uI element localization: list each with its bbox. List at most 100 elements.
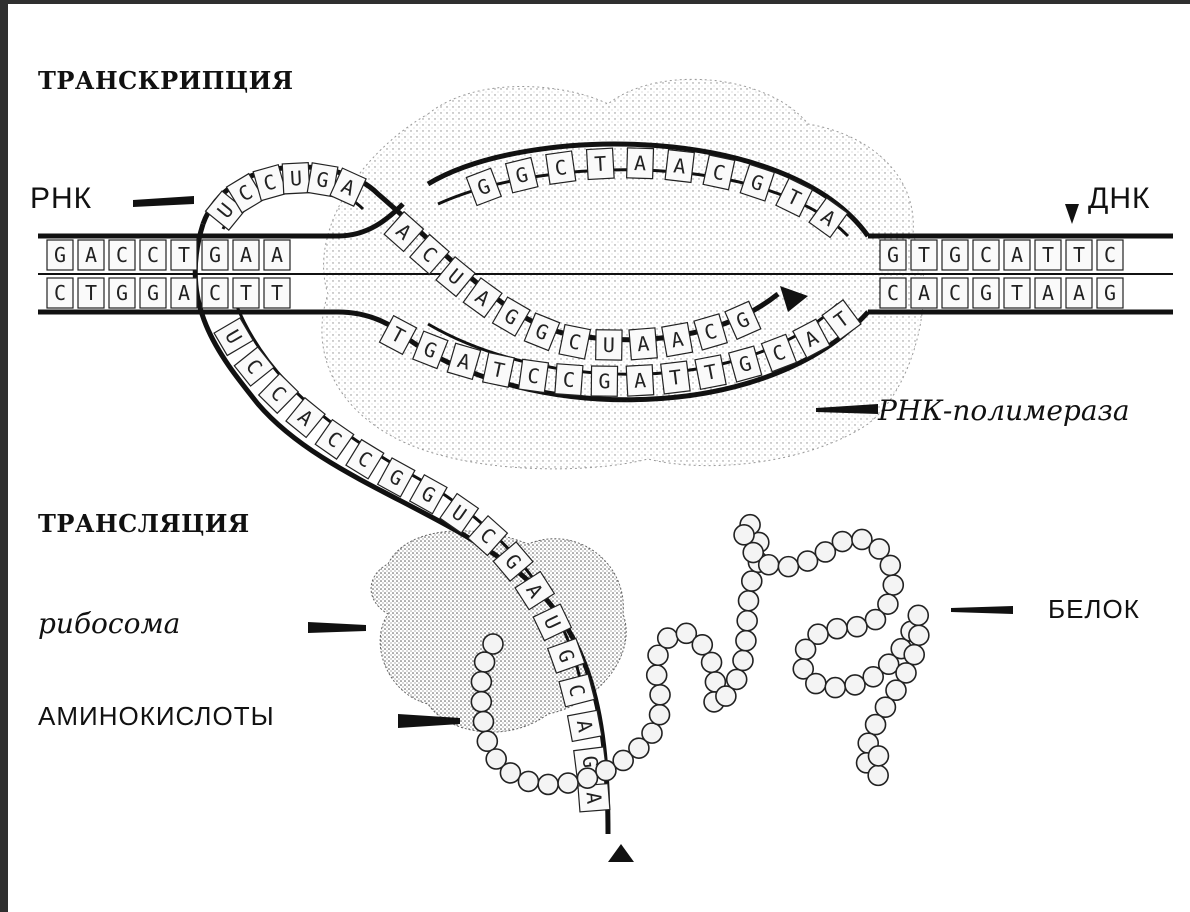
- amino-acid-bead: [847, 617, 867, 637]
- dna-top-base-letter: T: [918, 243, 930, 267]
- rna-crossing-base: C: [559, 325, 590, 360]
- dna-bottom-base: C: [942, 278, 968, 308]
- coding-loop-base: A: [665, 150, 694, 183]
- dna-top-base: A: [233, 240, 259, 270]
- translation-heading: ТРАНСЛЯЦИЯ: [38, 509, 250, 538]
- dna-bottom-base: C: [202, 278, 228, 308]
- dna-bottom-base-letter: G: [980, 281, 992, 305]
- dna-top-base-letter: A: [240, 243, 252, 267]
- amino-acid-bead: [642, 723, 662, 743]
- rna-hairpin-base: U: [282, 163, 309, 194]
- amino-acid-bead: [734, 525, 754, 545]
- dna-bottom-base-letter: T: [1011, 281, 1023, 305]
- transcription-translation-diagram: GACCTGAACTGGACTTGTGCATTCCACGTAAGGGCTAACG…: [8, 4, 1190, 912]
- dna-bottom-base: T: [1004, 278, 1030, 308]
- dna-top-base: T: [1066, 240, 1092, 270]
- amino-acid-bead: [883, 575, 903, 595]
- dna-top-base-letter: G: [54, 243, 66, 267]
- dna-bottom-base-letter: C: [949, 281, 961, 305]
- dna-top-base-letter: A: [271, 243, 283, 267]
- amino-acid-bead: [483, 634, 503, 654]
- coding-loop-base: T: [587, 148, 615, 179]
- amino-acid-bead: [471, 692, 491, 712]
- dna-bottom-base-letter: A: [178, 281, 190, 305]
- amino-acid-bead: [832, 532, 852, 552]
- dna-bottom-base-letter: G: [1104, 281, 1116, 305]
- dna-bottom-base-letter: T: [271, 281, 283, 305]
- template-loop-base: T: [695, 355, 726, 389]
- dna-bottom-base-letter: G: [147, 281, 159, 305]
- dna-top-base-letter: G: [887, 243, 899, 267]
- dna-bottom-base: C: [47, 278, 73, 308]
- coding-loop-base: C: [546, 151, 576, 184]
- amino-acid-bead: [866, 715, 886, 735]
- amino-acid-bead: [742, 571, 762, 591]
- dna-top-base-letter: T: [1073, 243, 1085, 267]
- amino-acid-bead: [778, 557, 798, 577]
- rna-tail-base: A: [286, 398, 325, 438]
- dna-top-base: T: [171, 240, 197, 270]
- amino-acid-bead: [702, 652, 722, 672]
- rna-tail-base-letter: A: [581, 791, 606, 805]
- dna-bottom-base-letter: G: [116, 281, 128, 305]
- template-loop-base-letter: A: [633, 368, 646, 393]
- protein-pointer: [951, 606, 1013, 614]
- dna-bottom-base-letter: C: [887, 281, 899, 305]
- dna-top-base: G: [202, 240, 228, 270]
- dna-top-base: C: [140, 240, 166, 270]
- dna-bottom-base: G: [140, 278, 166, 308]
- dna-top-base: C: [1097, 240, 1123, 270]
- amino-acid-bead: [736, 631, 756, 651]
- transcription-heading: ТРАНСКРИПЦИЯ: [38, 66, 293, 95]
- coding-loop-base: C: [703, 155, 735, 190]
- rna-crossing-base: A: [662, 323, 693, 357]
- amino-acid-bead: [759, 555, 779, 575]
- amino-acid-bead: [538, 774, 558, 794]
- dna-top-base-letter: C: [980, 243, 992, 267]
- dna-top-base-letter: T: [178, 243, 190, 267]
- dna-top-base-letter: A: [85, 243, 97, 267]
- dna-top-base: T: [911, 240, 937, 270]
- dna-top-base-letter: C: [1104, 243, 1116, 267]
- dna-bottom-base-letter: A: [1042, 281, 1054, 305]
- amino-acid-bead: [475, 652, 495, 672]
- template-loop-base-letter: G: [598, 369, 610, 393]
- rna-crossing-base: U: [596, 330, 622, 360]
- template-loop-base: T: [661, 361, 690, 394]
- amino-acid-bead: [733, 650, 753, 670]
- rna-tail-base: C: [259, 374, 299, 414]
- dna-bottom-base-letter: T: [85, 281, 97, 305]
- amino-acid-bead: [908, 605, 928, 625]
- rna-crossing-base-letter: U: [603, 333, 615, 357]
- amino-acid-bead: [827, 619, 847, 639]
- amino-acid-bead: [865, 610, 885, 630]
- dna-bottom-base: T: [264, 278, 290, 308]
- coding-loop-base-letter: T: [594, 151, 607, 176]
- dna-bottom-base: A: [171, 278, 197, 308]
- template-loop-base-letter: C: [562, 367, 576, 392]
- coding-loop-base-letter: A: [634, 151, 647, 175]
- dna-top-base-letter: T: [1042, 243, 1054, 267]
- dna-bottom-base: G: [973, 278, 999, 308]
- dna-bottom-base-letter: A: [1073, 281, 1085, 305]
- dna-top-base-letter: G: [209, 243, 221, 267]
- amino-acid-bead: [868, 746, 888, 766]
- template-loop-base: T: [483, 353, 515, 388]
- dna-bottom-base: A: [1066, 278, 1092, 308]
- dna-bottom-base: G: [1097, 278, 1123, 308]
- dna-top-base: G: [942, 240, 968, 270]
- amino-acid-bead: [904, 645, 924, 665]
- dna-top-base-letter: C: [116, 243, 128, 267]
- amino-acid-bead: [692, 635, 712, 655]
- dna-pointer: [1065, 204, 1079, 224]
- dna-bottom-base: G: [109, 278, 135, 308]
- amino-acid-bead: [658, 628, 678, 648]
- amino-acid-bead: [845, 675, 865, 695]
- dna-bottom-base: A: [1035, 278, 1061, 308]
- dna-top-base-letter: A: [1011, 243, 1023, 267]
- dna-bottom-base: A: [911, 278, 937, 308]
- rna-tail-base: A: [568, 710, 602, 741]
- amino-acid-bead: [558, 773, 578, 793]
- dna-top-base-letter: C: [147, 243, 159, 267]
- amino-acid-bead: [477, 731, 497, 751]
